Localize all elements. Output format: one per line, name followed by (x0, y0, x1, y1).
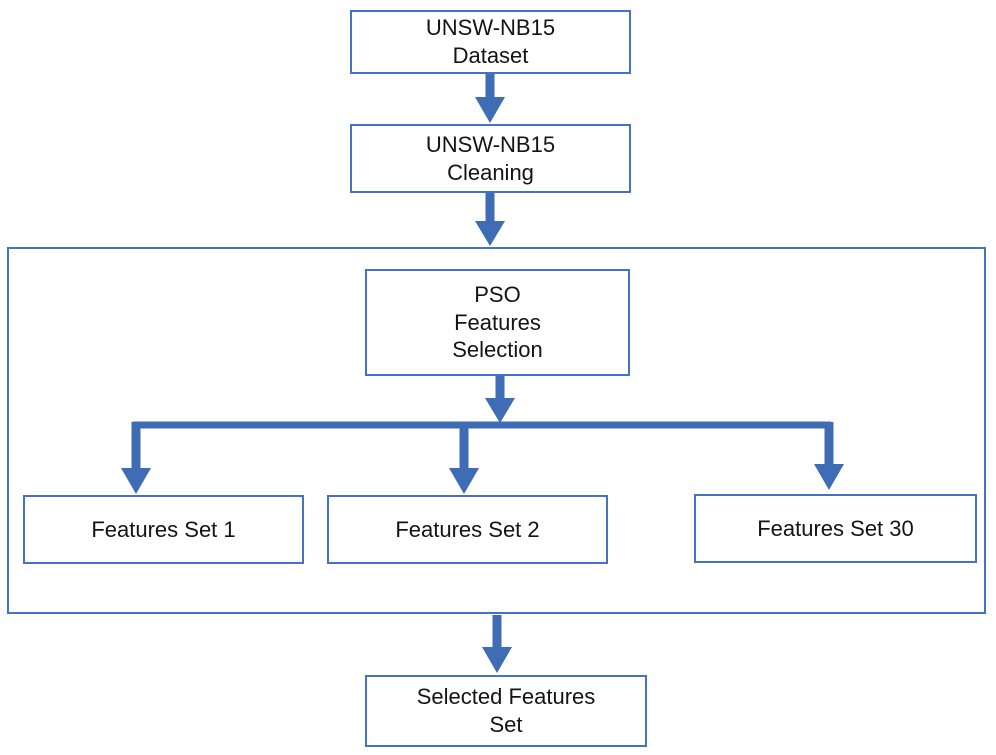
node-features-set-1: Features Set 1 (23, 495, 304, 564)
node-pso-features-selection: PSO Features Selection (365, 269, 630, 376)
node-selected-features-set: Selected Features Set (365, 675, 647, 747)
node-features-set-2: Features Set 2 (327, 495, 608, 564)
pso-stage-container-frame (7, 247, 986, 614)
arrow-container-to-selected (482, 615, 512, 673)
node-unsw-nb15-dataset: UNSW-NB15 Dataset (350, 10, 631, 74)
arrow-cleaning-to-container (475, 193, 505, 246)
arrow-dataset-to-cleaning (475, 74, 505, 123)
node-unsw-nb15-cleaning: UNSW-NB15 Cleaning (350, 124, 631, 193)
node-features-set-30: Features Set 30 (694, 494, 977, 563)
